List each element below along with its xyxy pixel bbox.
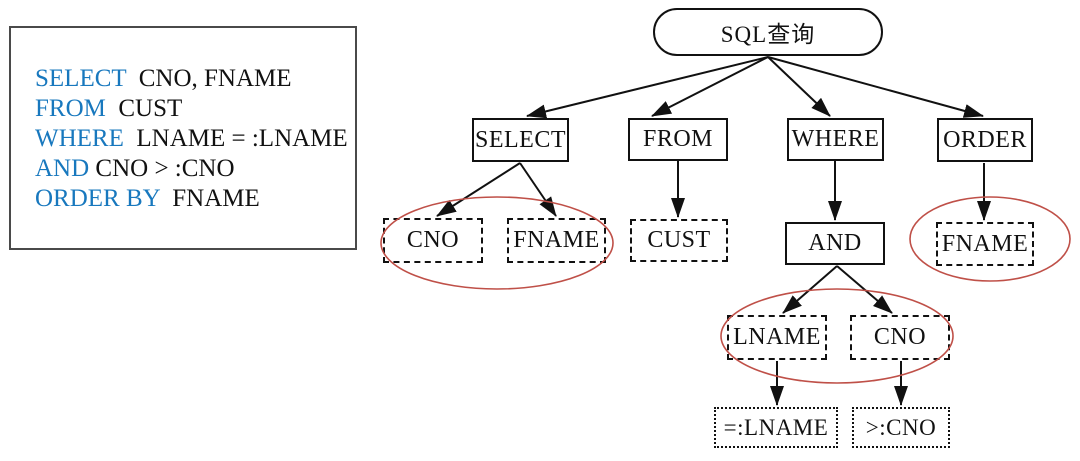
node-cno-under-and: CNO (850, 315, 950, 360)
sql-keyword: AND (35, 155, 90, 182)
node-label: SELECT (475, 126, 566, 153)
node-root-sql-query: SQL查询 (653, 8, 883, 56)
node-label: FNAME (513, 227, 600, 253)
sql-keyword: SELECT (35, 65, 127, 92)
node-label: CNO (406, 227, 460, 253)
sql-text: CNO, FNAME (126, 65, 292, 92)
node-cust: CUST (630, 219, 728, 262)
edge-and-cno (836, 265, 893, 314)
sql-line-orderby: ORDER BY FNAME (35, 184, 355, 214)
sql-line-from: FROM CUST (35, 94, 355, 124)
node-label: =:LNAME (723, 414, 829, 440)
node-label: CNO (873, 324, 927, 350)
node-fname-under-order: FNAME (936, 222, 1034, 266)
sql-text: LNAME = :LNAME (123, 125, 348, 152)
edge-root-order (767, 56, 984, 118)
node-label: AND (808, 230, 862, 256)
node-select: SELECT (472, 118, 569, 162)
sql-text: FNAME (159, 185, 260, 212)
node-label: SQL查询 (720, 22, 816, 47)
sql-text: CUST (105, 95, 183, 122)
sql-line-and: AND CNO > :CNO (35, 154, 355, 184)
edge-root-select (526, 56, 769, 119)
node-label: WHERE (791, 126, 880, 152)
node-param-lname: =:LNAME (714, 407, 838, 448)
node-label: LNAME (733, 324, 821, 350)
sql-keyword: WHERE (35, 125, 124, 152)
edge-select-cno (436, 162, 521, 217)
node-label: ORDER (943, 126, 1027, 153)
edge-root-from (651, 56, 769, 117)
node-fname-under-select: FNAME (507, 218, 606, 263)
sql-line-select: SELECT CNO, FNAME (35, 64, 355, 94)
node-and: AND (785, 222, 885, 265)
node-from: FROM (628, 118, 728, 161)
sql-text: CNO > :CNO (89, 155, 235, 182)
node-cno-under-select: CNO (383, 218, 483, 263)
node-label: >:CNO (865, 414, 937, 440)
node-label: FNAME (941, 230, 1029, 257)
sql-code-panel: SELECT CNO, FNAME FROM CUST WHERE LNAME … (9, 26, 357, 250)
sql-keyword: ORDER BY (35, 185, 160, 212)
edge-root-where (767, 56, 831, 117)
node-where: WHERE (787, 118, 884, 161)
node-param-cno: >:CNO (852, 407, 950, 448)
edge-and-lname (782, 265, 838, 314)
node-label: CUST (647, 227, 711, 253)
node-order: ORDER (937, 118, 1033, 162)
sql-keyword: FROM (35, 95, 106, 122)
node-lname: LNAME (727, 315, 827, 360)
sql-line-where: WHERE LNAME = :LNAME (35, 124, 355, 154)
node-label: FROM (642, 126, 714, 152)
edge-select-fname (519, 162, 557, 217)
